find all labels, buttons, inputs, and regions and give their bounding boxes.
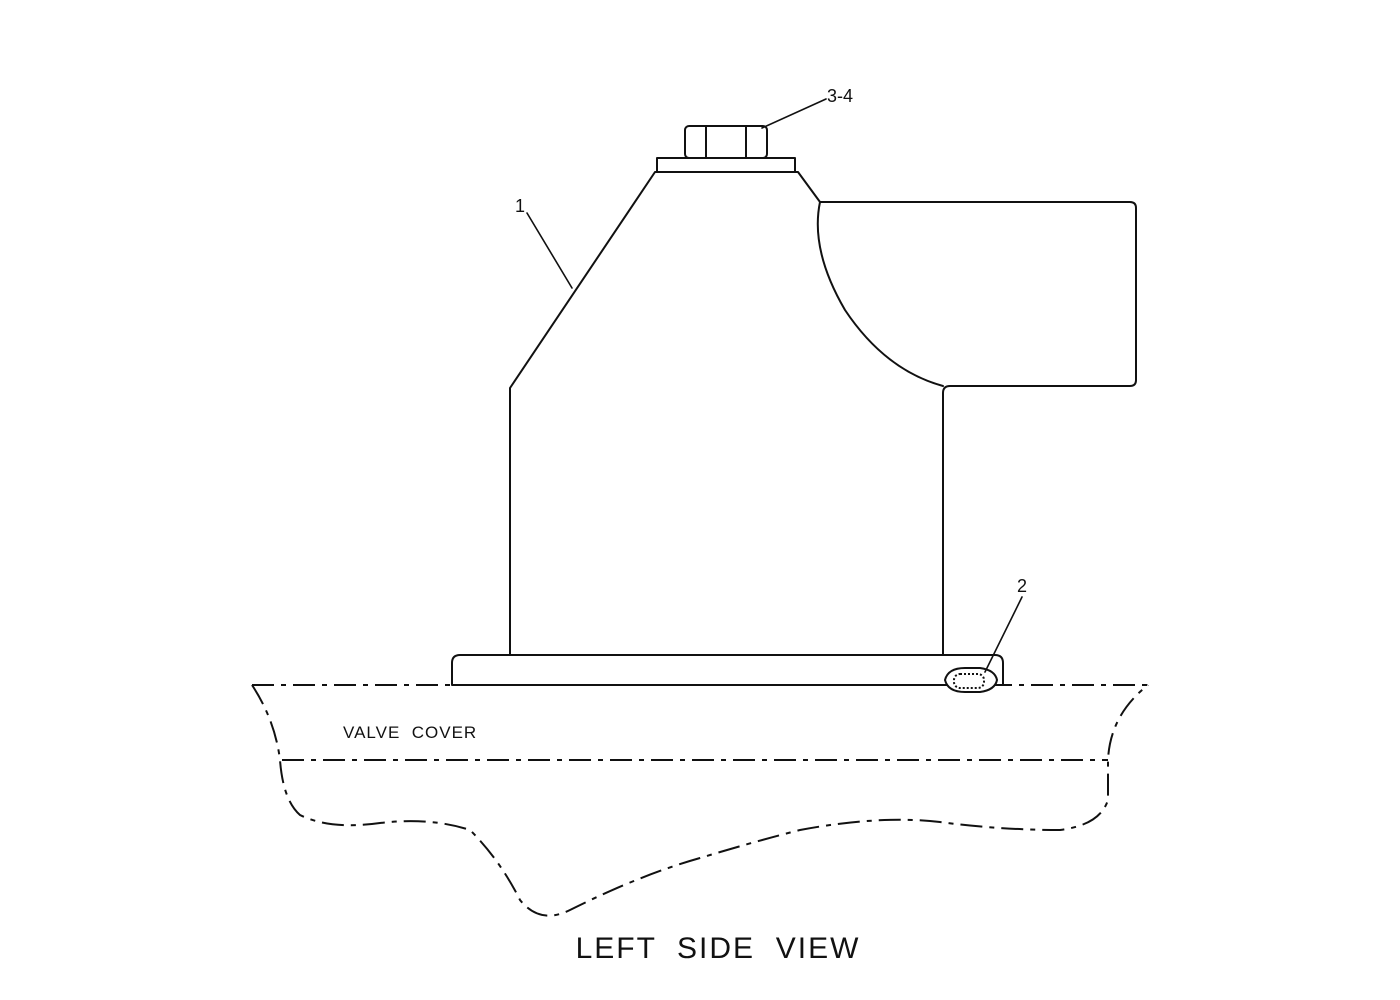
seal-oring xyxy=(944,667,998,693)
housing-body xyxy=(509,171,1137,656)
valve-cover xyxy=(251,684,1149,917)
callout-1: 1 xyxy=(515,196,525,216)
hex-bolt xyxy=(684,125,768,159)
valve-cover-label: VALVE COVER xyxy=(343,723,477,742)
callout-3-4: 3-4 xyxy=(827,86,853,106)
outlet-curve xyxy=(816,201,944,387)
view-title: LEFT SIDE VIEW xyxy=(576,932,861,965)
leader-line-3-4 xyxy=(761,98,827,129)
leader-line-2 xyxy=(984,596,1023,673)
callout-2: 2 xyxy=(1017,576,1027,596)
valve-cover-left-edge xyxy=(251,684,1149,917)
washer xyxy=(656,157,796,173)
leader-line-1 xyxy=(526,212,573,289)
base-flange xyxy=(451,654,1004,686)
